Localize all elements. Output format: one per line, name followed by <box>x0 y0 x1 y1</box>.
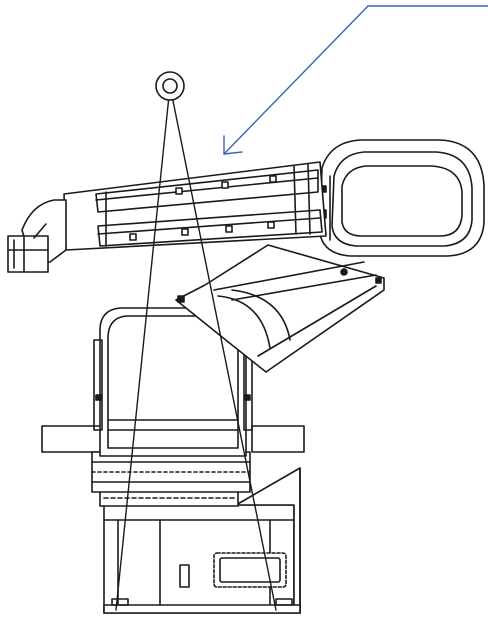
pointer-arrow <box>223 5 488 155</box>
forearm-tube <box>63 161 327 251</box>
lower-arm <box>175 244 385 373</box>
wrist-flange <box>7 199 67 273</box>
waist-turret <box>91 307 253 493</box>
robot-base <box>41 425 305 614</box>
coordinate-target <box>155 71 185 101</box>
upper-arm-housing <box>317 139 485 257</box>
sight-lines <box>115 85 277 611</box>
